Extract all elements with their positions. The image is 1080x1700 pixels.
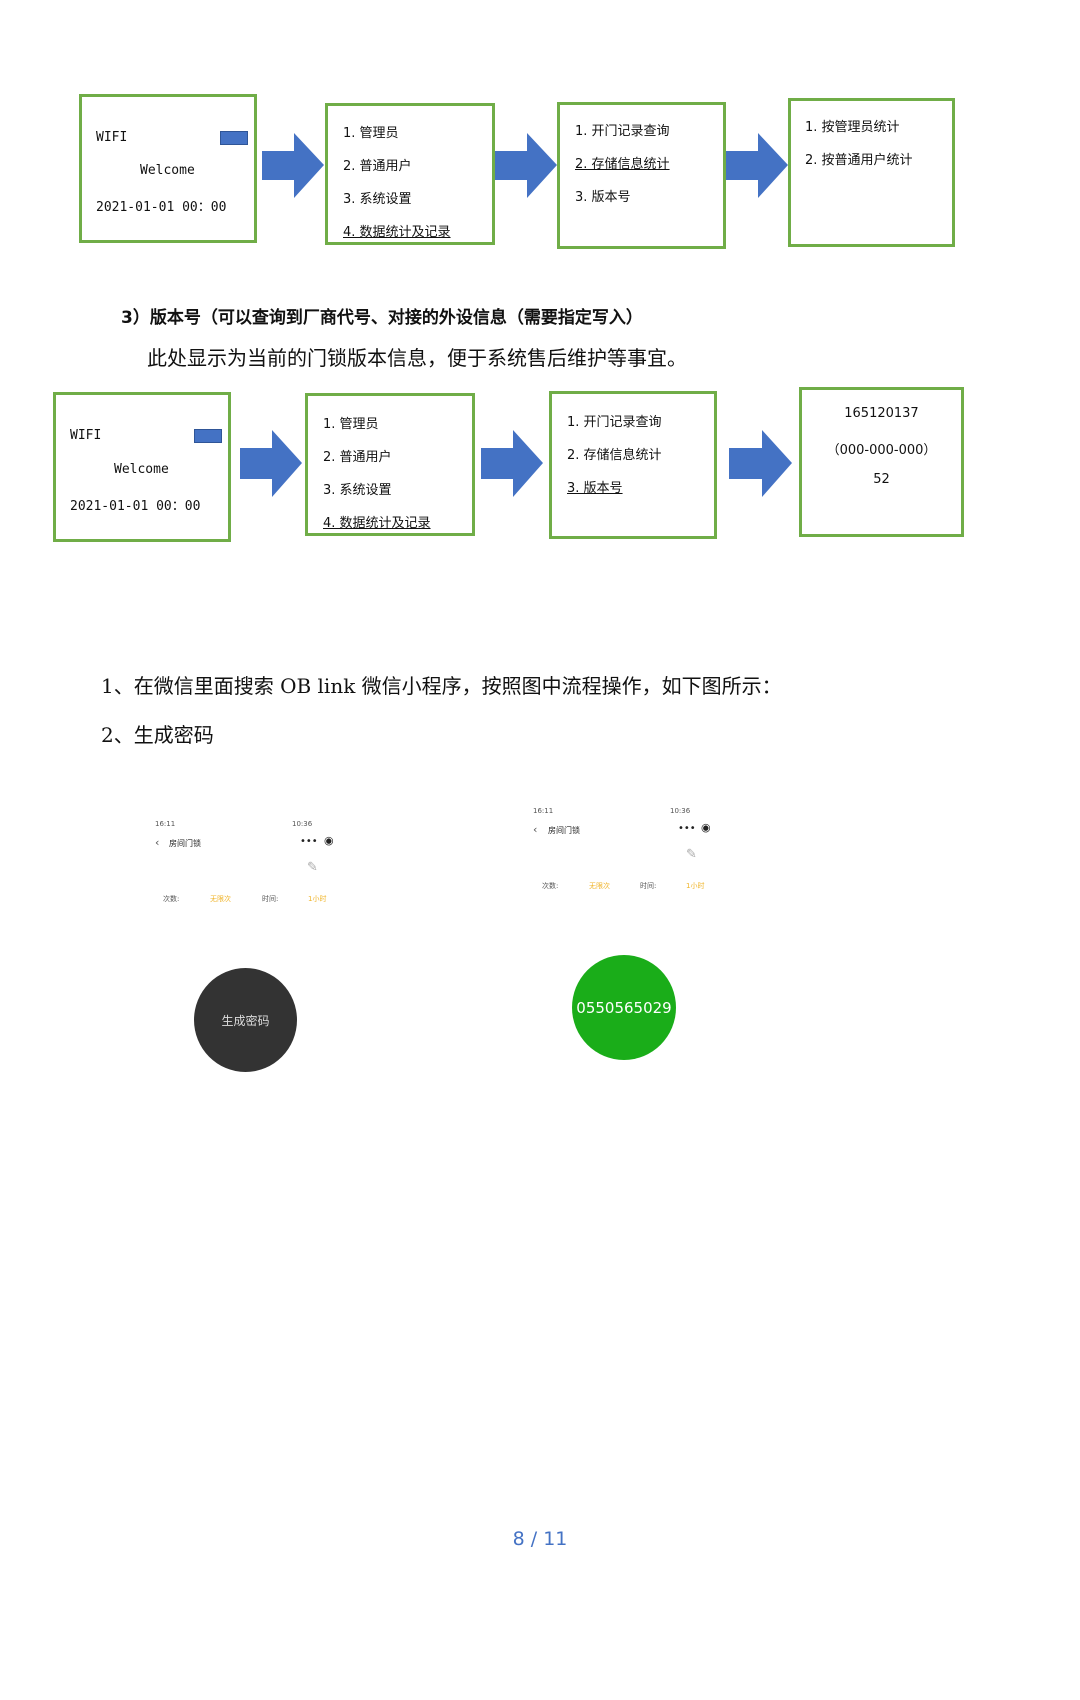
back-icon[interactable]: ‹ [155,836,160,849]
time-value[interactable]: 1小时 [686,882,705,890]
menu-item: 1. 管理员 [323,417,379,432]
menu-item: 1. 按管理员统计 [805,120,900,135]
welcome-label: Welcome [114,462,169,477]
more-icon[interactable]: ••• [678,823,696,834]
section-description: 此处显示为当前的门锁版本信息，便于系统售后维护等事宜。 [147,346,687,370]
menu-item: 1. 管理员 [343,126,399,141]
edit-icon[interactable]: ✎ [686,847,697,862]
back-icon[interactable]: ‹ [533,823,538,836]
menu-item-selected: 4. 数据统计及记录 [343,225,451,240]
generate-password-button[interactable]: 生成密码 [194,968,297,1072]
menu-item-selected: 4. 数据统计及记录 [323,516,431,531]
count-label: 次数: [163,895,180,903]
arrow-right-icon [495,133,557,198]
menu-item: 3. 系统设置 [343,192,412,207]
arrow-right-icon [240,430,302,497]
status-time-right: 10:36 [670,807,691,815]
menu-item: 2. 普通用户 [323,450,392,465]
generate-password-label: 生成密码 [221,1013,270,1028]
battery-icon [220,131,248,145]
count-value[interactable]: 无限次 [589,882,610,890]
menu-item: 1. 开门记录查询 [575,124,670,139]
step-1-text: 1、在微信里面搜索 OB link 微信小程序，按照图中流程操作，如下图所示： [101,674,782,698]
menu-item: 3. 版本号 [575,190,631,205]
target-icon[interactable]: ◉ [324,834,334,847]
menu-item: 2. 按普通用户统计 [805,153,913,168]
time-label: 时间: [262,895,279,903]
menu-storage-stats: 1. 按管理员统计 2. 按普通用户统计 [788,98,955,247]
step-2-text: 2、生成密码 [101,723,214,747]
version-info-screen: 165120137 （000-000-000） 52 [799,387,964,537]
datetime-label: 2021-01-01 00：00 [96,200,227,215]
menu-item-selected: 2. 存储信息统计 [575,157,670,172]
vendor-code: （000-000-000） [826,443,937,458]
more-icon[interactable]: ••• [300,836,318,847]
count-value[interactable]: 无限次 [210,895,231,903]
menu-item: 1. 开门记录查询 [567,415,662,430]
page-title: 房间门锁 [548,826,580,835]
status-time-right: 10:36 [292,820,313,828]
menu-item-selected: 3. 版本号 [567,481,623,496]
peripheral-info: 52 [873,472,890,487]
password-code-display: 0550565029 [572,955,676,1060]
time-value[interactable]: 1小时 [308,895,327,903]
wifi-label: WIFI [70,428,102,443]
lcd-screen-home: WIFI Welcome 2021-01-01 00：00 [53,392,231,542]
count-label: 次数: [542,882,559,890]
arrow-right-icon [481,430,543,497]
edit-icon[interactable]: ✎ [307,860,318,875]
wifi-label: WIFI [96,130,128,145]
status-time: 16:11 [155,820,176,828]
arrow-right-icon [729,430,792,497]
menu-statistics: 1. 开门记录查询 2. 存储信息统计 3. 版本号 [557,102,726,249]
arrow-right-icon [262,133,324,198]
version-number: 165120137 [844,406,919,421]
menu-item: 2. 普通用户 [343,159,412,174]
menu-statistics: 1. 开门记录查询 2. 存储信息统计 3. 版本号 [549,391,717,539]
page-title: 房间门锁 [169,839,201,848]
time-label: 时间: [640,882,657,890]
menu-main: 1. 管理员 2. 普通用户 3. 系统设置 4. 数据统计及记录 [325,103,495,245]
page-number: 8 / 11 [512,1528,568,1550]
target-icon[interactable]: ◉ [701,821,711,834]
menu-main: 1. 管理员 2. 普通用户 3. 系统设置 4. 数据统计及记录 [305,393,475,536]
lcd-screen-home: WIFI Welcome 2021-01-01 00：00 [79,94,257,243]
menu-item: 3. 系统设置 [323,483,392,498]
arrow-right-icon [726,133,788,198]
status-time: 16:11 [533,807,554,815]
password-code: 0550565029 [576,998,672,1017]
section-heading: 3）版本号（可以查询到厂商代号、对接的外设信息（需要指定写入） [121,308,643,328]
welcome-label: Welcome [140,163,195,178]
battery-icon [194,429,222,443]
menu-item: 2. 存储信息统计 [567,448,662,463]
datetime-label: 2021-01-01 00：00 [70,499,201,514]
